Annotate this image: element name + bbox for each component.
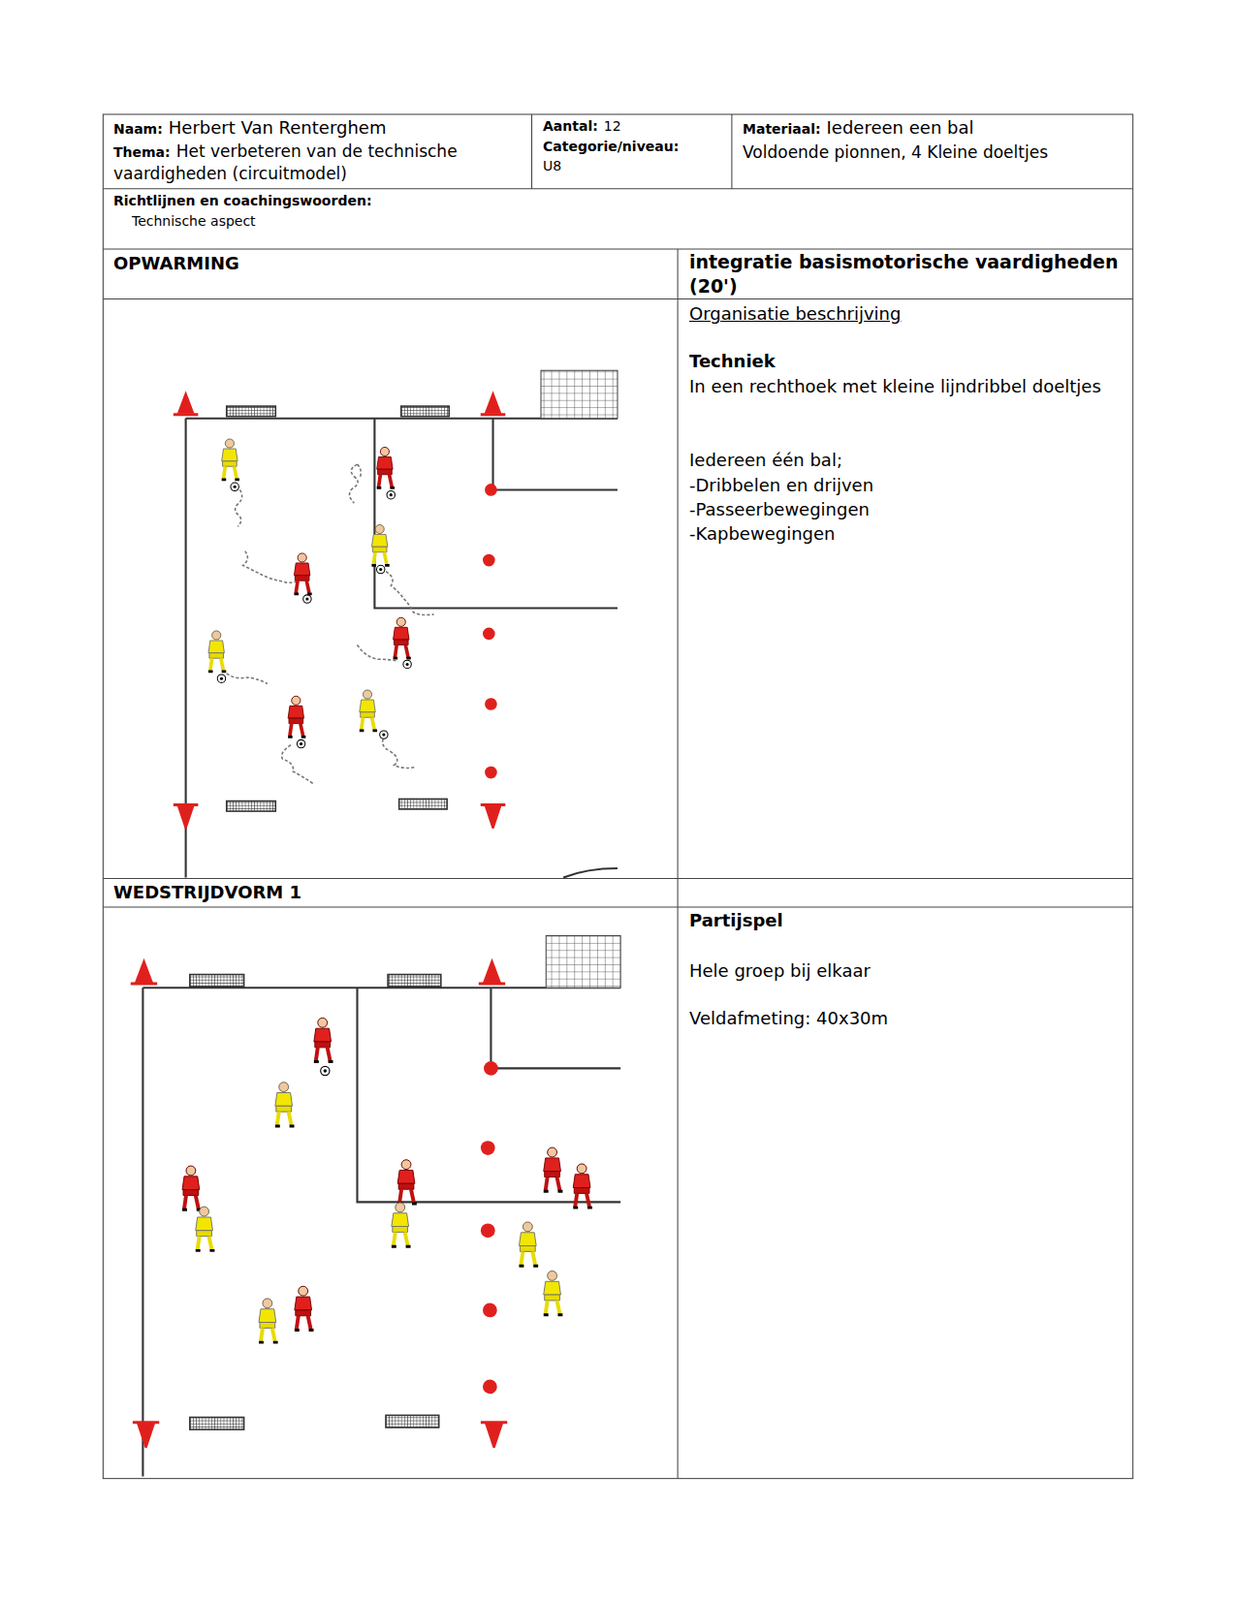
- form-line: Partijspel: [689, 909, 1126, 933]
- form-line: In een rechthoek met kleine lijndribbel …: [689, 375, 1116, 399]
- field-value: OPWARMING: [113, 253, 240, 274]
- form-line: WEDSTRIJDVORM 1: [113, 881, 599, 905]
- form-line: Techniek: [689, 349, 1126, 374]
- form-line: Thema:Het verbeteren van de technische v…: [113, 140, 531, 186]
- field-label: Materiaal:: [742, 121, 822, 137]
- form-line: Veldafmeting: 40x30m: [689, 1007, 1126, 1031]
- field-value: Technische aspect: [131, 213, 256, 229]
- form-line: -Kapbewegingen: [689, 522, 1126, 546]
- form-line: integratie basismotorische vaardigheden …: [689, 250, 1126, 299]
- field-value: Techniek: [689, 350, 776, 372]
- field-value: -Passeerbewegingen: [689, 499, 870, 520]
- field-value: Organisatie beschrijving: [689, 303, 901, 324]
- form-line: Iedereen één bal;: [689, 448, 1126, 473]
- form-line: Technische aspect: [131, 211, 617, 232]
- field-value: Partijspel: [689, 910, 784, 931]
- field-value: -Kapbewegingen: [689, 523, 835, 544]
- field-label: Aantal:: [542, 118, 599, 134]
- field-label: Naam:: [113, 121, 163, 137]
- form-line: Materiaal:Iedereen een bal: [742, 116, 1141, 140]
- form-line: Naam: Herbert Van Renterghem: [113, 116, 521, 140]
- field-value: -Dribbelen en drijven: [689, 475, 874, 496]
- form-line: -Passeerbewegingen: [689, 498, 1126, 522]
- form-line: OPWARMING: [113, 252, 599, 276]
- field-value: Categorie/niveau:: [542, 138, 679, 155]
- form-line: -Dribbelen en drijven: [689, 474, 1126, 498]
- field-value: Voldoende pionnen, 4 Kleine doeltjes: [742, 142, 1048, 162]
- form-line: Organisatie beschrijving: [689, 302, 1126, 326]
- form-line: Richtlijnen en coachingswoorden:: [113, 190, 599, 212]
- field-value: WEDSTRIJDVORM 1: [113, 882, 302, 903]
- field-value: Iedereen één bal;: [689, 449, 843, 471]
- form-line: Voldoende pionnen, 4 Kleine doeltjes: [742, 141, 1141, 164]
- field-value: U8: [542, 158, 562, 174]
- field-value: Iedereen een bal: [826, 117, 975, 138]
- field-value: In een rechthoek met kleine lijndribbel …: [689, 376, 1102, 397]
- field-value: Herbert Van Renterghem: [168, 117, 387, 138]
- form-line: U8: [542, 156, 728, 177]
- field-value: Veldafmeting: 40x30m: [689, 1008, 888, 1029]
- field-value: Richtlijnen en coachingswoorden:: [113, 192, 372, 209]
- field-value: 12: [603, 118, 622, 134]
- form-line: Aantal:12: [542, 116, 728, 137]
- form-line: Hele groep bij elkaar: [689, 959, 1126, 983]
- field-value: Hele groep bij elkaar: [689, 960, 871, 982]
- field-value: integratie basismotorische vaardigheden …: [689, 251, 1118, 297]
- form-line: Categorie/niveau:: [542, 136, 728, 158]
- field-label: Thema:: [113, 144, 171, 160]
